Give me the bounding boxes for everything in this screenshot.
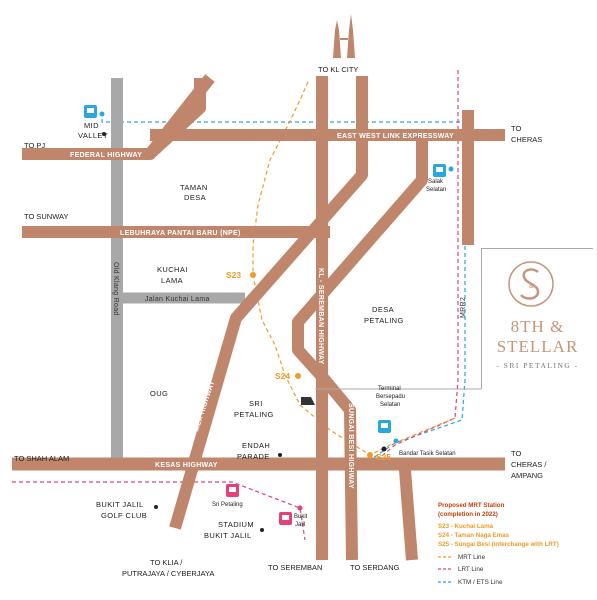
golf-club-dot	[154, 505, 158, 509]
station-tbs-2: Bersepadu	[376, 394, 405, 400]
brand-line-3: - SRI PETALING -	[496, 361, 579, 370]
s23-dot	[250, 272, 256, 278]
dir-seremban: TO SEREMBAN	[268, 563, 322, 572]
area-endah-1: ENDAH	[242, 441, 270, 450]
dir-cheras-top: TO	[511, 124, 521, 133]
area-bukit-jalil-golf-2: GOLF CLUB	[101, 511, 147, 520]
dir-klia-2: PUTRAJAYA / CYBERJAYA	[122, 569, 214, 578]
dir-kl-city: TO KL CITY	[318, 65, 358, 74]
salak-selatan-station-icon	[433, 164, 446, 177]
road-desa-petaling	[292, 140, 428, 561]
brand-monogram-icon: &	[508, 261, 554, 307]
tbs-station-icon	[378, 420, 391, 433]
legend-ktm: KTM / ETS Line	[458, 579, 503, 586]
project-site-marker	[301, 397, 315, 405]
area-taman-desa-2: DESA	[184, 193, 206, 202]
lrt-line	[12, 70, 459, 541]
brand-line-1: 8TH &	[510, 317, 565, 336]
bukit-jalil-dot	[297, 505, 303, 511]
area-bukit-jalil-golf-1: BUKIT JALIL	[96, 500, 144, 509]
bandar-tasik-dot	[381, 446, 387, 452]
legend-item-2: S24 - Taman Naga Emas	[438, 532, 510, 539]
dir-sunway: TO SUNWAY	[24, 212, 68, 221]
area-stadium-2: BUKIT JALIL	[204, 531, 252, 540]
area-stadium-1: STADIUM	[218, 520, 254, 529]
station-salak-1: Salak	[428, 179, 444, 185]
station-tbs-1: Terminal	[378, 386, 401, 392]
legend-title-2: (completion in 2022)	[438, 511, 498, 518]
dir-cheras-top-2: CHERAS	[511, 135, 542, 144]
area-mid-valley-1: MID	[84, 121, 99, 130]
s24-dot	[295, 373, 301, 379]
area-desa-petaling-2: PETALING	[364, 316, 404, 325]
station-salak-2: Selatan	[426, 187, 446, 193]
ktm-station-icon	[84, 105, 97, 118]
endah-parade-dot	[278, 453, 282, 457]
federal-highway-label: FEDERAL HIGHWAY	[70, 152, 142, 159]
area-sri-petaling-2: PETALING	[234, 410, 274, 419]
area-oug: OUG	[150, 389, 168, 398]
petronas-towers-icon	[333, 14, 355, 58]
area-taman-desa-1: TAMAN	[180, 183, 208, 192]
tbs-dot	[393, 438, 399, 444]
legend: Proposed MRT Station (completion in 2022…	[438, 502, 559, 586]
stadium-dot	[260, 528, 264, 532]
npe-label: LEBUHRAYA PANTAI BARU (NPE)	[120, 230, 241, 237]
station-sri-petaling: Sri Petaling	[212, 502, 243, 508]
legend-title-1: Proposed MRT Station	[438, 502, 505, 509]
dir-klia-1: TO KLIA /	[150, 558, 183, 567]
mrt-s25: S25	[376, 452, 391, 462]
dir-cheras-ampang-2: CHERAS /	[511, 460, 547, 469]
mrt-s24: S24	[275, 371, 290, 381]
mrt-line	[252, 81, 456, 456]
mid-valley-station-dot	[99, 111, 105, 117]
s25-dot	[367, 452, 373, 458]
mrt-s23: S23	[226, 270, 241, 280]
brand-panel: & 8TH & STELLAR - SRI PETALING -	[481, 248, 593, 389]
area-endah-2: PARADE	[237, 452, 270, 461]
area-kuchai-lama-1: KUCHAI	[157, 265, 188, 274]
station-bukit-jalil-1: Bukit	[294, 514, 308, 520]
dir-pj: TO PJ	[24, 141, 45, 150]
bukit-jalil-lrt-icon	[279, 512, 292, 525]
dir-serdang: TO SERDANG	[350, 563, 400, 572]
area-mid-valley-2: VALLEY	[78, 131, 108, 140]
svg-text:&: &	[529, 283, 534, 290]
rail-lines	[12, 70, 466, 541]
kl-seremban-label: KL - SEREMBAN HIGHWAY	[317, 268, 324, 365]
road-serdang	[399, 469, 418, 561]
mrr2-label: MRR2	[460, 297, 467, 318]
dir-cheras-ampang-3: AMPANG	[511, 471, 543, 480]
legend-item-1: S23 - Kuchai Lama	[438, 523, 494, 530]
kesas-highway-label: KESAS HIGHWAY	[155, 462, 218, 469]
legend-lrt: LRT Line	[458, 566, 484, 573]
legend-item-3: S25 - Sungai Besi (interchange with LRT)	[438, 541, 559, 548]
ktm-line	[101, 112, 466, 461]
station-bukit-jalil-2: Jalil	[295, 522, 305, 528]
station-tbs-3: Selatan	[380, 402, 400, 408]
old-klang-road-label: Old Klang Road	[112, 262, 119, 316]
jalan-kuchai-lama-label: Jalan Kuchai Lama	[145, 296, 210, 303]
dir-shah-alam: TO SHAH ALAM	[14, 454, 69, 463]
mid-valley-dot	[102, 132, 106, 136]
mex-highway	[169, 76, 368, 530]
east-west-link-label: EAST WEST LINK EXPRESSWAY	[337, 133, 454, 140]
area-sri-petaling-1: SRI	[249, 399, 263, 408]
brand-line-2: STELLAR	[496, 337, 579, 356]
sungai-besi-highway-label: SUNGAI BESI HIGHWAY	[347, 403, 354, 489]
station-bandar-tasik: Bandar Tasik Selatan	[399, 451, 456, 457]
dir-cheras-ampang-1: TO	[511, 449, 521, 458]
area-kuchai-lama-2: LAMA	[161, 276, 183, 285]
salak-selatan-dot	[448, 166, 454, 172]
area-desa-petaling-1: DESA	[372, 305, 394, 314]
sri-petaling-lrt-icon	[226, 484, 239, 497]
road-network	[12, 74, 505, 561]
legend-mrt: MRT Line	[458, 554, 486, 561]
